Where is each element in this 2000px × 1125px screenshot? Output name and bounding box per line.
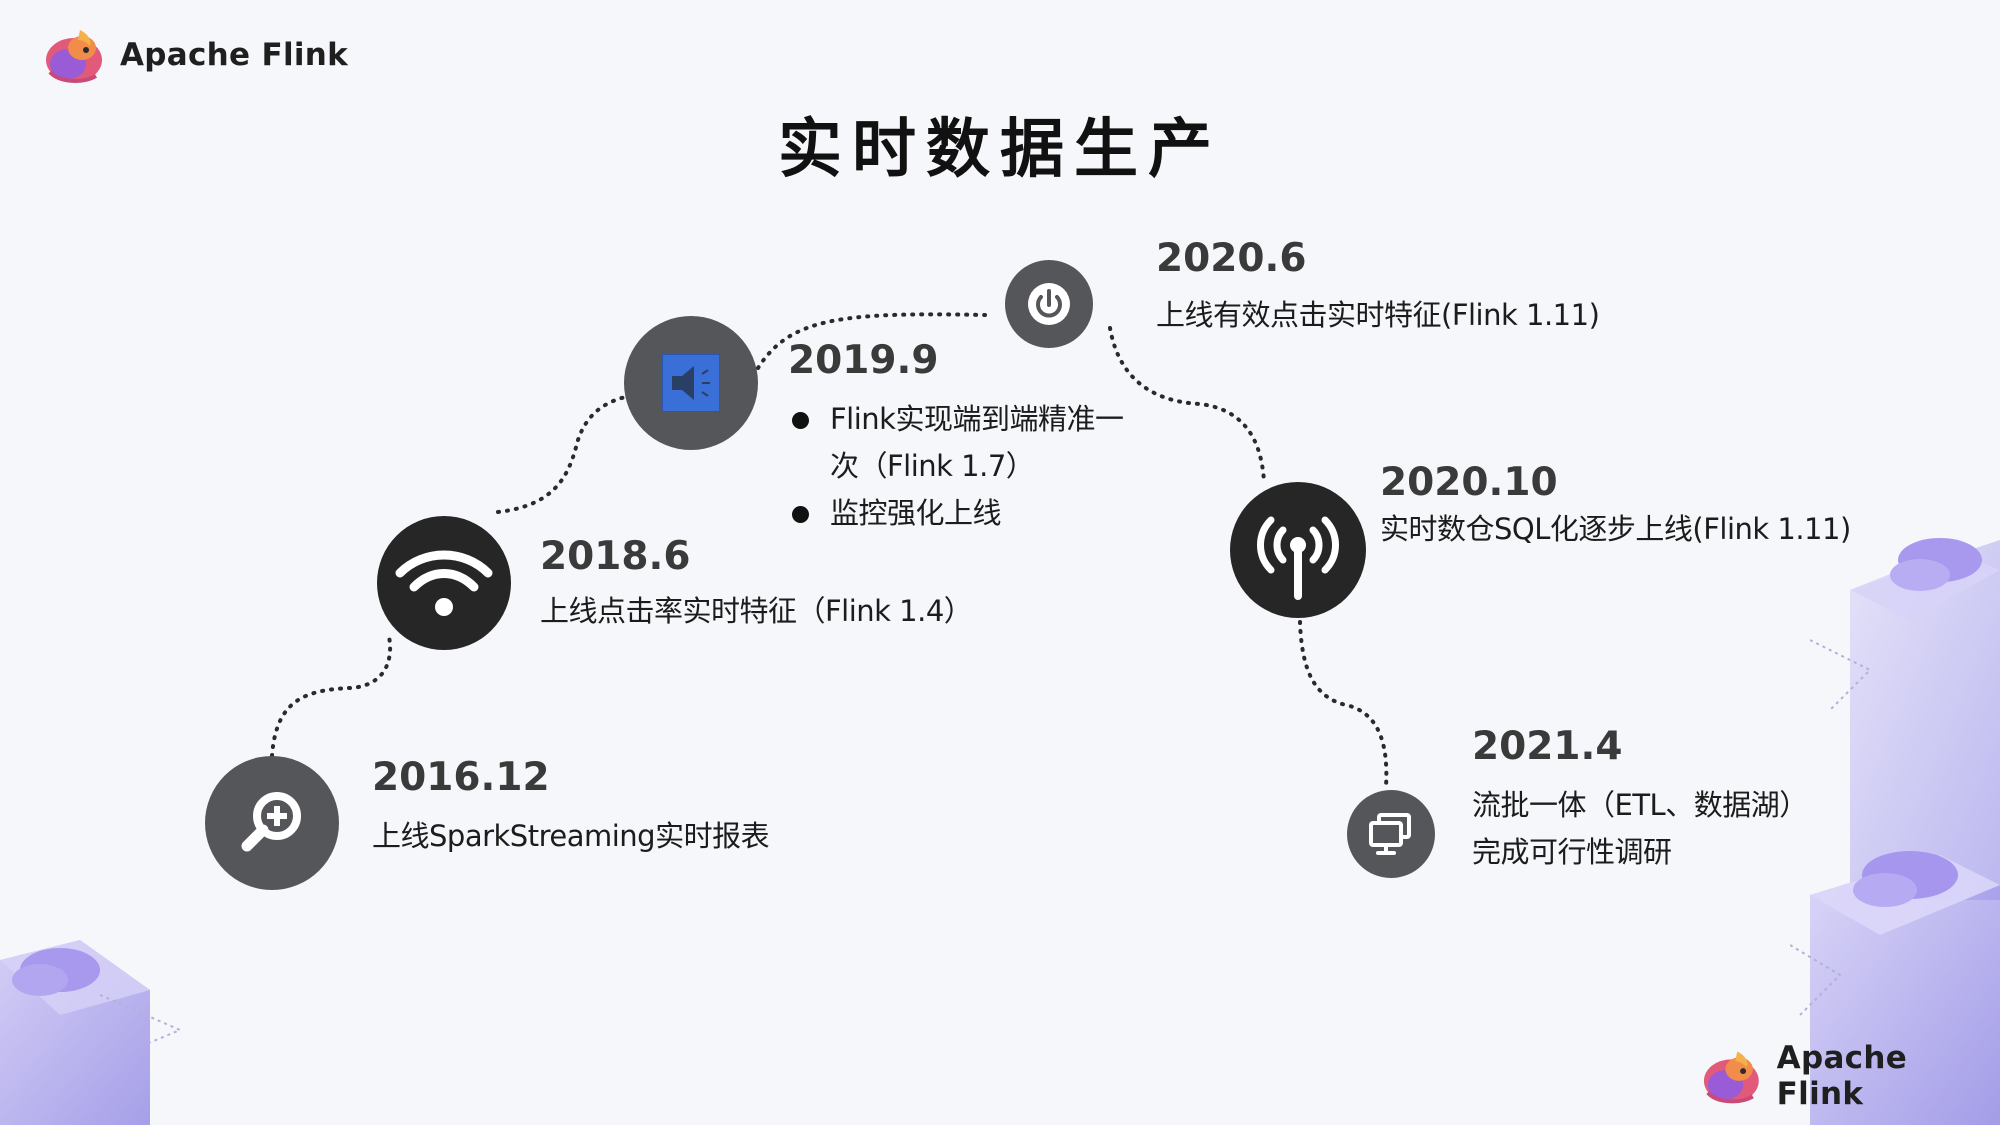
milestone-year: 2020.10 <box>1380 460 1558 505</box>
milestone-2016-12-icon-circle <box>205 756 339 890</box>
bullet-item-continuation: 次（Flink 1.7） <box>830 449 1035 483</box>
speaker-icon <box>662 354 720 412</box>
milestone-bullet-list: Flink实现端到端精准一 次（Flink 1.7） 监控强化上线 <box>784 396 1124 537</box>
antenna-icon <box>1257 516 1339 600</box>
power-icon <box>1028 283 1070 325</box>
connector-1 <box>270 630 393 758</box>
milestone-desc: 上线SparkStreaming实时报表 <box>372 819 770 853</box>
milestone-year: 2019.9 <box>788 338 939 383</box>
decor-right-upper <box>1810 538 2000 900</box>
milestone-desc-line: 流批一体（ETL、数据湖） <box>1472 788 1808 822</box>
milestone-desc: 实时数仓SQL化逐步上线(Flink 1.11) <box>1380 512 1851 546</box>
brand-footer: Apache Flink <box>1700 1040 2000 1112</box>
milestone-year: 2018.6 <box>540 534 691 579</box>
milestone-2018-6-icon-circle <box>377 516 511 650</box>
milestone-2021-4-icon-circle <box>1347 790 1435 878</box>
wifi-icon <box>395 550 493 616</box>
milestone-desc: 上线点击率实时特征（Flink 1.4） <box>540 594 973 628</box>
milestone-desc: 上线有效点击实时特征(Flink 1.11) <box>1156 298 1600 332</box>
milestone-desc-line: 完成可行性调研 <box>1472 835 1672 869</box>
page-title: 实时数据生产 <box>778 113 1222 187</box>
search-plus-icon <box>241 792 301 852</box>
brand-name: Apache Flink <box>1776 1040 1908 1112</box>
decor-right-lower <box>1790 851 2000 1125</box>
milestone-year: 2016.12 <box>372 755 550 800</box>
flink-logo-icon <box>1703 1051 1759 1104</box>
bullet-item: Flink实现端到端精准一 <box>784 396 1124 443</box>
brand-header: Apache Flink <box>42 24 348 86</box>
brand-name: Apache Flink <box>120 37 349 73</box>
milestone-year: 2021.4 <box>1472 724 1623 769</box>
flink-logo-icon <box>46 30 102 83</box>
connector-2 <box>496 394 632 514</box>
milestone-2020-10-icon-circle <box>1230 482 1366 618</box>
milestone-2019-9-icon-circle <box>624 316 758 450</box>
bullet-item: 监控强化上线 <box>784 490 1123 537</box>
decor-bottom-left <box>0 940 183 1125</box>
monitor-icon <box>1369 813 1411 855</box>
connector-4 <box>1108 326 1266 484</box>
milestone-2020-6-icon-circle <box>1005 260 1093 348</box>
connector-5 <box>1298 620 1389 788</box>
milestone-year: 2020.6 <box>1156 236 1307 281</box>
